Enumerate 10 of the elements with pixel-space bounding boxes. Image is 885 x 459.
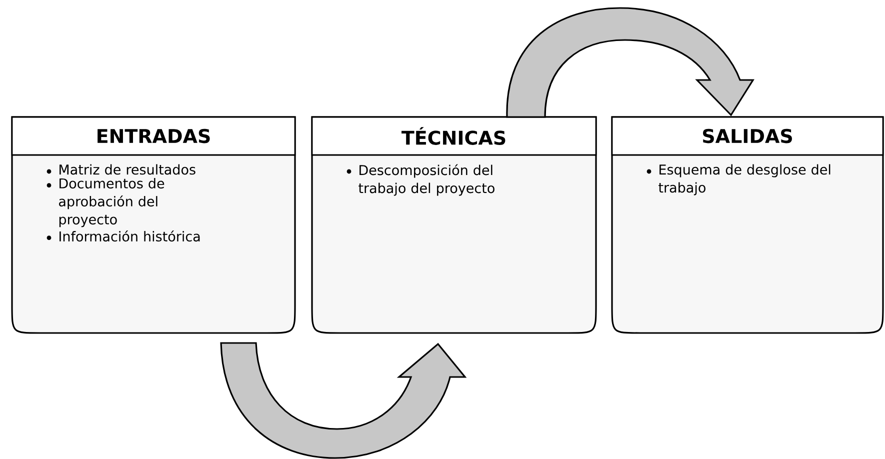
stage-heading: TÉCNICAS: [311, 116, 597, 156]
bullet-item: Documentos de aprobación del proyecto: [59, 178, 164, 228]
stage-heading: SALIDAS: [611, 116, 884, 156]
bullet-item: Esquema de desglose del trabajo: [658, 164, 830, 196]
stage-heading: ENTRADAS: [11, 116, 296, 156]
bullet-item: Descomposición del trabajo del proyecto: [358, 164, 494, 196]
bullet-item: Matriz de resultados: [60, 164, 196, 175]
curved-arrow: [506, 7, 754, 118]
bullet-item: Información histórica: [60, 230, 200, 242]
curved-arrow: [220, 342, 466, 459]
